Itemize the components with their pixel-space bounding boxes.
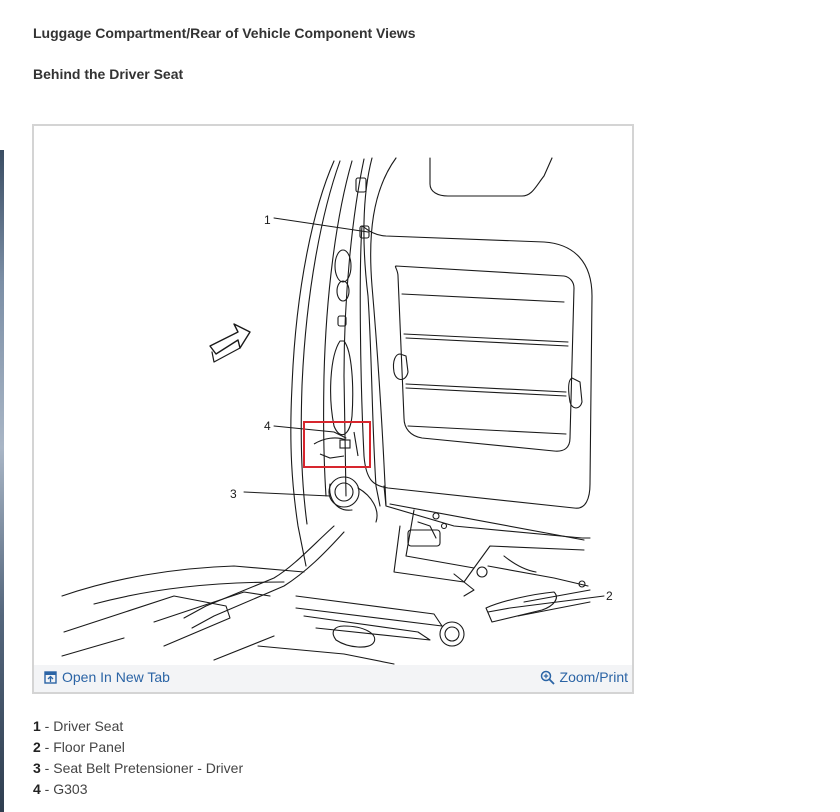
page-title: Luggage Compartment/Rear of Vehicle Comp…	[33, 25, 416, 41]
figure-frame: 1 4 3 2 Open In New Tab Zoom/Print	[32, 124, 634, 694]
figure-toolbar: Open In New Tab Zoom/Print	[34, 665, 632, 692]
callout-4: 4	[264, 419, 271, 433]
legend-item: 1 - Driver Seat	[33, 718, 124, 734]
legend-item: 3 - Seat Belt Pretensioner - Driver	[33, 760, 244, 776]
open-new-tab-icon	[44, 670, 57, 684]
open-in-new-tab-label: Open In New Tab	[62, 669, 170, 685]
zoom-print-label: Zoom/Print	[559, 669, 628, 685]
legend-item: 2 - Floor Panel	[33, 739, 125, 755]
component-illustration: 1 4 3 2	[61, 157, 613, 665]
legend-item: 4 - G303	[33, 781, 88, 797]
legend-list: 1 - Driver Seat 2 - Floor Panel 3 - Seat…	[33, 716, 243, 800]
open-in-new-tab-link[interactable]: Open In New Tab	[44, 669, 170, 685]
zoom-in-icon	[540, 670, 555, 685]
zoom-print-link[interactable]: Zoom/Print	[540, 669, 628, 685]
callout-3: 3	[230, 487, 237, 501]
section-subtitle: Behind the Driver Seat	[33, 66, 184, 82]
callout-1: 1	[264, 213, 271, 227]
callout-2: 2	[606, 589, 613, 603]
window-edge	[0, 150, 4, 812]
